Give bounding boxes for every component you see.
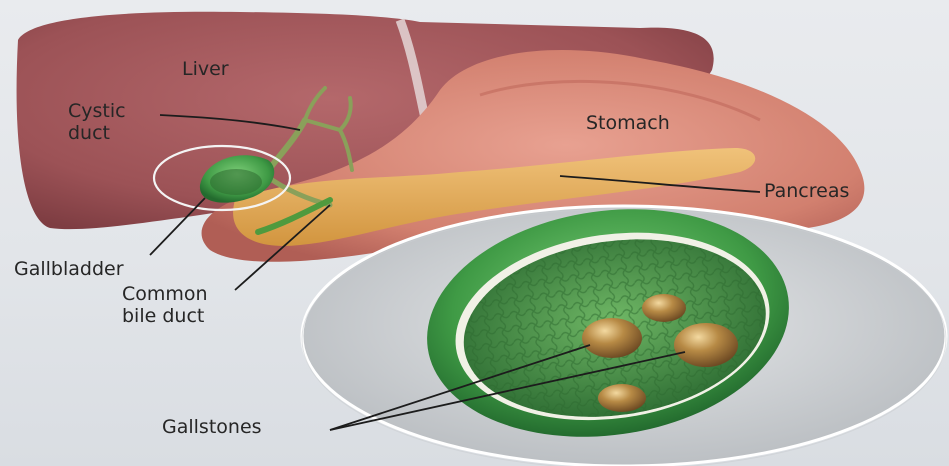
label-pancreas: Pancreas <box>764 180 849 202</box>
gallstone <box>642 294 686 322</box>
label-common-bile-duct-line-2: bile duct <box>122 305 208 327</box>
label-cystic-duct-line-2: duct <box>68 122 126 144</box>
label-common-bile-duct-line-1: Common <box>122 283 208 305</box>
gallstone <box>582 318 642 358</box>
label-gallbladder: Gallbladder <box>14 258 124 280</box>
label-gallstones: Gallstones <box>162 416 262 438</box>
gallstone <box>674 323 738 367</box>
label-stomach: Stomach <box>586 112 670 134</box>
label-common-bile-duct: Common bile duct <box>122 283 208 327</box>
label-liver: Liver <box>182 58 229 80</box>
gallstone <box>598 384 646 412</box>
label-cystic-duct-line-1: Cystic <box>68 100 126 122</box>
label-cystic-duct: Cystic duct <box>68 100 126 144</box>
